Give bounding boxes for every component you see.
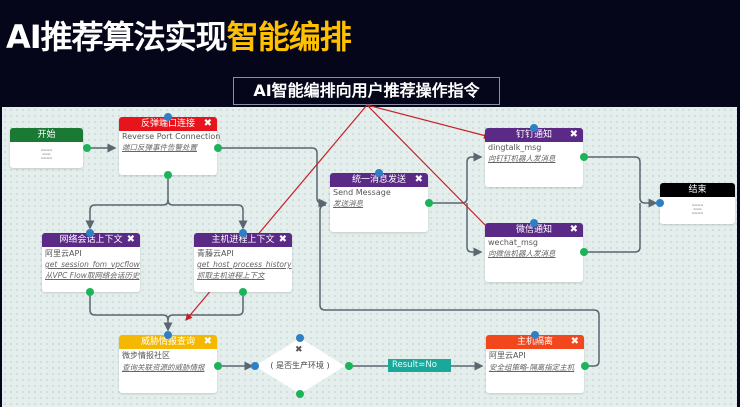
input-port[interactable] (530, 219, 538, 227)
annotation-line-wechat (366, 104, 493, 233)
node-host-context[interactable]: 主机进程上下文✖ 青藤云API get_host_process_history… (194, 233, 292, 292)
node-name: wechat_msg (488, 238, 539, 247)
close-icon[interactable]: ✖ (278, 234, 287, 245)
edge-ding-end (587, 156, 658, 208)
input-port[interactable] (164, 113, 172, 121)
edge-net-threat (89, 296, 173, 332)
output-port[interactable] (83, 144, 91, 152)
node-host-isolate[interactable]: 主机隔离 ✖ 阿里云API 安全组策略-隔离指定主机 (486, 335, 584, 393)
node-title: 反弹端口连接 (140, 119, 195, 129)
node-name: Send Message (333, 188, 391, 197)
output-port[interactable] (345, 362, 353, 370)
node-desc[interactable]: 查询关联资源的威胁情报 (122, 363, 205, 372)
node-name: Reverse Port Connection (122, 132, 221, 141)
close-icon[interactable]: ✖ (203, 336, 212, 347)
slide-title: AI推荐算法实现智能编排 (6, 18, 352, 56)
input-port[interactable] (239, 229, 247, 237)
node-reverse-port[interactable]: 反弹端口连接 ✖ Reverse Port Connection 端口反弹事件告警… (119, 117, 221, 175)
node-desc[interactable]: 从VPC Flow取网络会话历史 (45, 271, 140, 280)
close-icon[interactable]: ✖ (569, 224, 578, 235)
close-icon[interactable]: ✖ (203, 118, 212, 129)
output-port[interactable] (86, 288, 94, 296)
edge-label-result[interactable]: Result=No (388, 359, 451, 372)
node-title: 统一消息发送 (351, 175, 406, 185)
node-title: 主机进程上下文 (211, 235, 275, 245)
close-icon[interactable]: ✖ (570, 336, 579, 347)
node-func[interactable]: get_host_process_history (197, 260, 292, 269)
input-port[interactable] (86, 229, 94, 237)
output-port[interactable] (580, 248, 588, 256)
node-name: 微步情报社区 (122, 351, 170, 360)
edge-wechat-end (587, 203, 641, 253)
input-port[interactable] (530, 124, 538, 132)
node-func[interactable]: get_session_fom_vpcflow (45, 260, 140, 269)
close-icon[interactable]: ✖ (126, 234, 135, 245)
output-port[interactable] (296, 390, 304, 398)
callout-box: AI智能编排向用户推荐操作指令 (233, 77, 500, 105)
node-name: dingtalk_msg (488, 143, 542, 152)
node-name: 阿里云API (45, 249, 82, 258)
input-port[interactable] (296, 334, 304, 342)
output-port[interactable] (581, 362, 589, 370)
condition-label: ( 是否生产环境 ) (270, 361, 330, 370)
edge-send-wechat (466, 203, 483, 257)
node-title: 微信通知 (515, 225, 552, 235)
edge-reverse-send (221, 147, 328, 208)
output-port[interactable] (164, 171, 172, 179)
close-icon[interactable]: ✖ (414, 174, 423, 185)
node-wechat[interactable]: 微信通知 ✖ wechat_msg 向微信机器人发消息 (485, 223, 583, 282)
node-threat-intel[interactable]: 威胁情报查询 ✖ 微步情报社区 查询关联资源的威胁情报 (119, 335, 217, 393)
output-port[interactable] (214, 362, 222, 370)
output-port[interactable] (239, 288, 247, 296)
annotation-line-ding (366, 104, 492, 139)
edge-host-threat (167, 296, 244, 321)
node-desc[interactable]: 向微信机器人发消息 (488, 249, 556, 258)
node-placeholder: ▬▬▬▬▬▬▬▬▬▬▬ (691, 203, 704, 215)
node-end[interactable]: 结束 ▬▬▬▬▬▬▬▬▬▬▬ (660, 183, 735, 224)
node-desc[interactable]: 安全组策略-隔离指定主机 (489, 363, 575, 372)
edge-isolate-send (319, 204, 600, 367)
condition-diamond (255, 338, 345, 394)
node-desc[interactable]: 抓取主机进程上下文 (197, 271, 265, 280)
node-dingtalk[interactable]: 钉钉通知 ✖ dingtalk_msg 向钉钉机器人发消息 (485, 128, 583, 187)
node-title: 网络会话上下文 (59, 235, 123, 245)
node-title: 结束 (660, 183, 735, 197)
node-network-context[interactable]: 网络会话上下文✖ 阿里云API get_session_fom_vpcflow … (42, 233, 140, 292)
node-title: 开始 (10, 128, 83, 142)
node-title: 威胁情报查询 (140, 337, 195, 347)
node-start[interactable]: 开始 ▬▬▬▬▬▬▬▬▬▬▬ (10, 128, 83, 168)
input-port[interactable] (164, 331, 172, 339)
node-title: 主机隔离 (516, 337, 553, 347)
input-port[interactable] (251, 362, 259, 370)
node-name: 阿里云API (489, 351, 526, 360)
node-send-message[interactable]: 统一消息发送 ✖ Send Message 发送消息 (330, 173, 428, 232)
output-port[interactable] (214, 144, 222, 152)
output-port[interactable] (580, 153, 588, 161)
close-icon[interactable]: ✖ (569, 129, 578, 140)
edge-reverse-split (85, 179, 169, 230)
node-title: 钉钉通知 (515, 130, 552, 140)
edge-reverse-host (167, 199, 248, 230)
node-name: 青藤云API (197, 249, 234, 258)
node-desc[interactable]: 端口反弹事件告警处置 (122, 143, 197, 152)
node-desc[interactable]: 向钉钉机器人发消息 (488, 154, 556, 163)
node-desc[interactable]: 发送消息 (333, 199, 363, 208)
node-placeholder: ▬▬▬▬▬▬▬▬▬▬▬ (40, 148, 53, 160)
input-port[interactable] (375, 169, 383, 177)
input-port[interactable] (531, 331, 539, 339)
close-icon[interactable]: ✖ (295, 345, 303, 355)
output-port[interactable] (425, 199, 433, 207)
input-port[interactable] (656, 199, 664, 207)
